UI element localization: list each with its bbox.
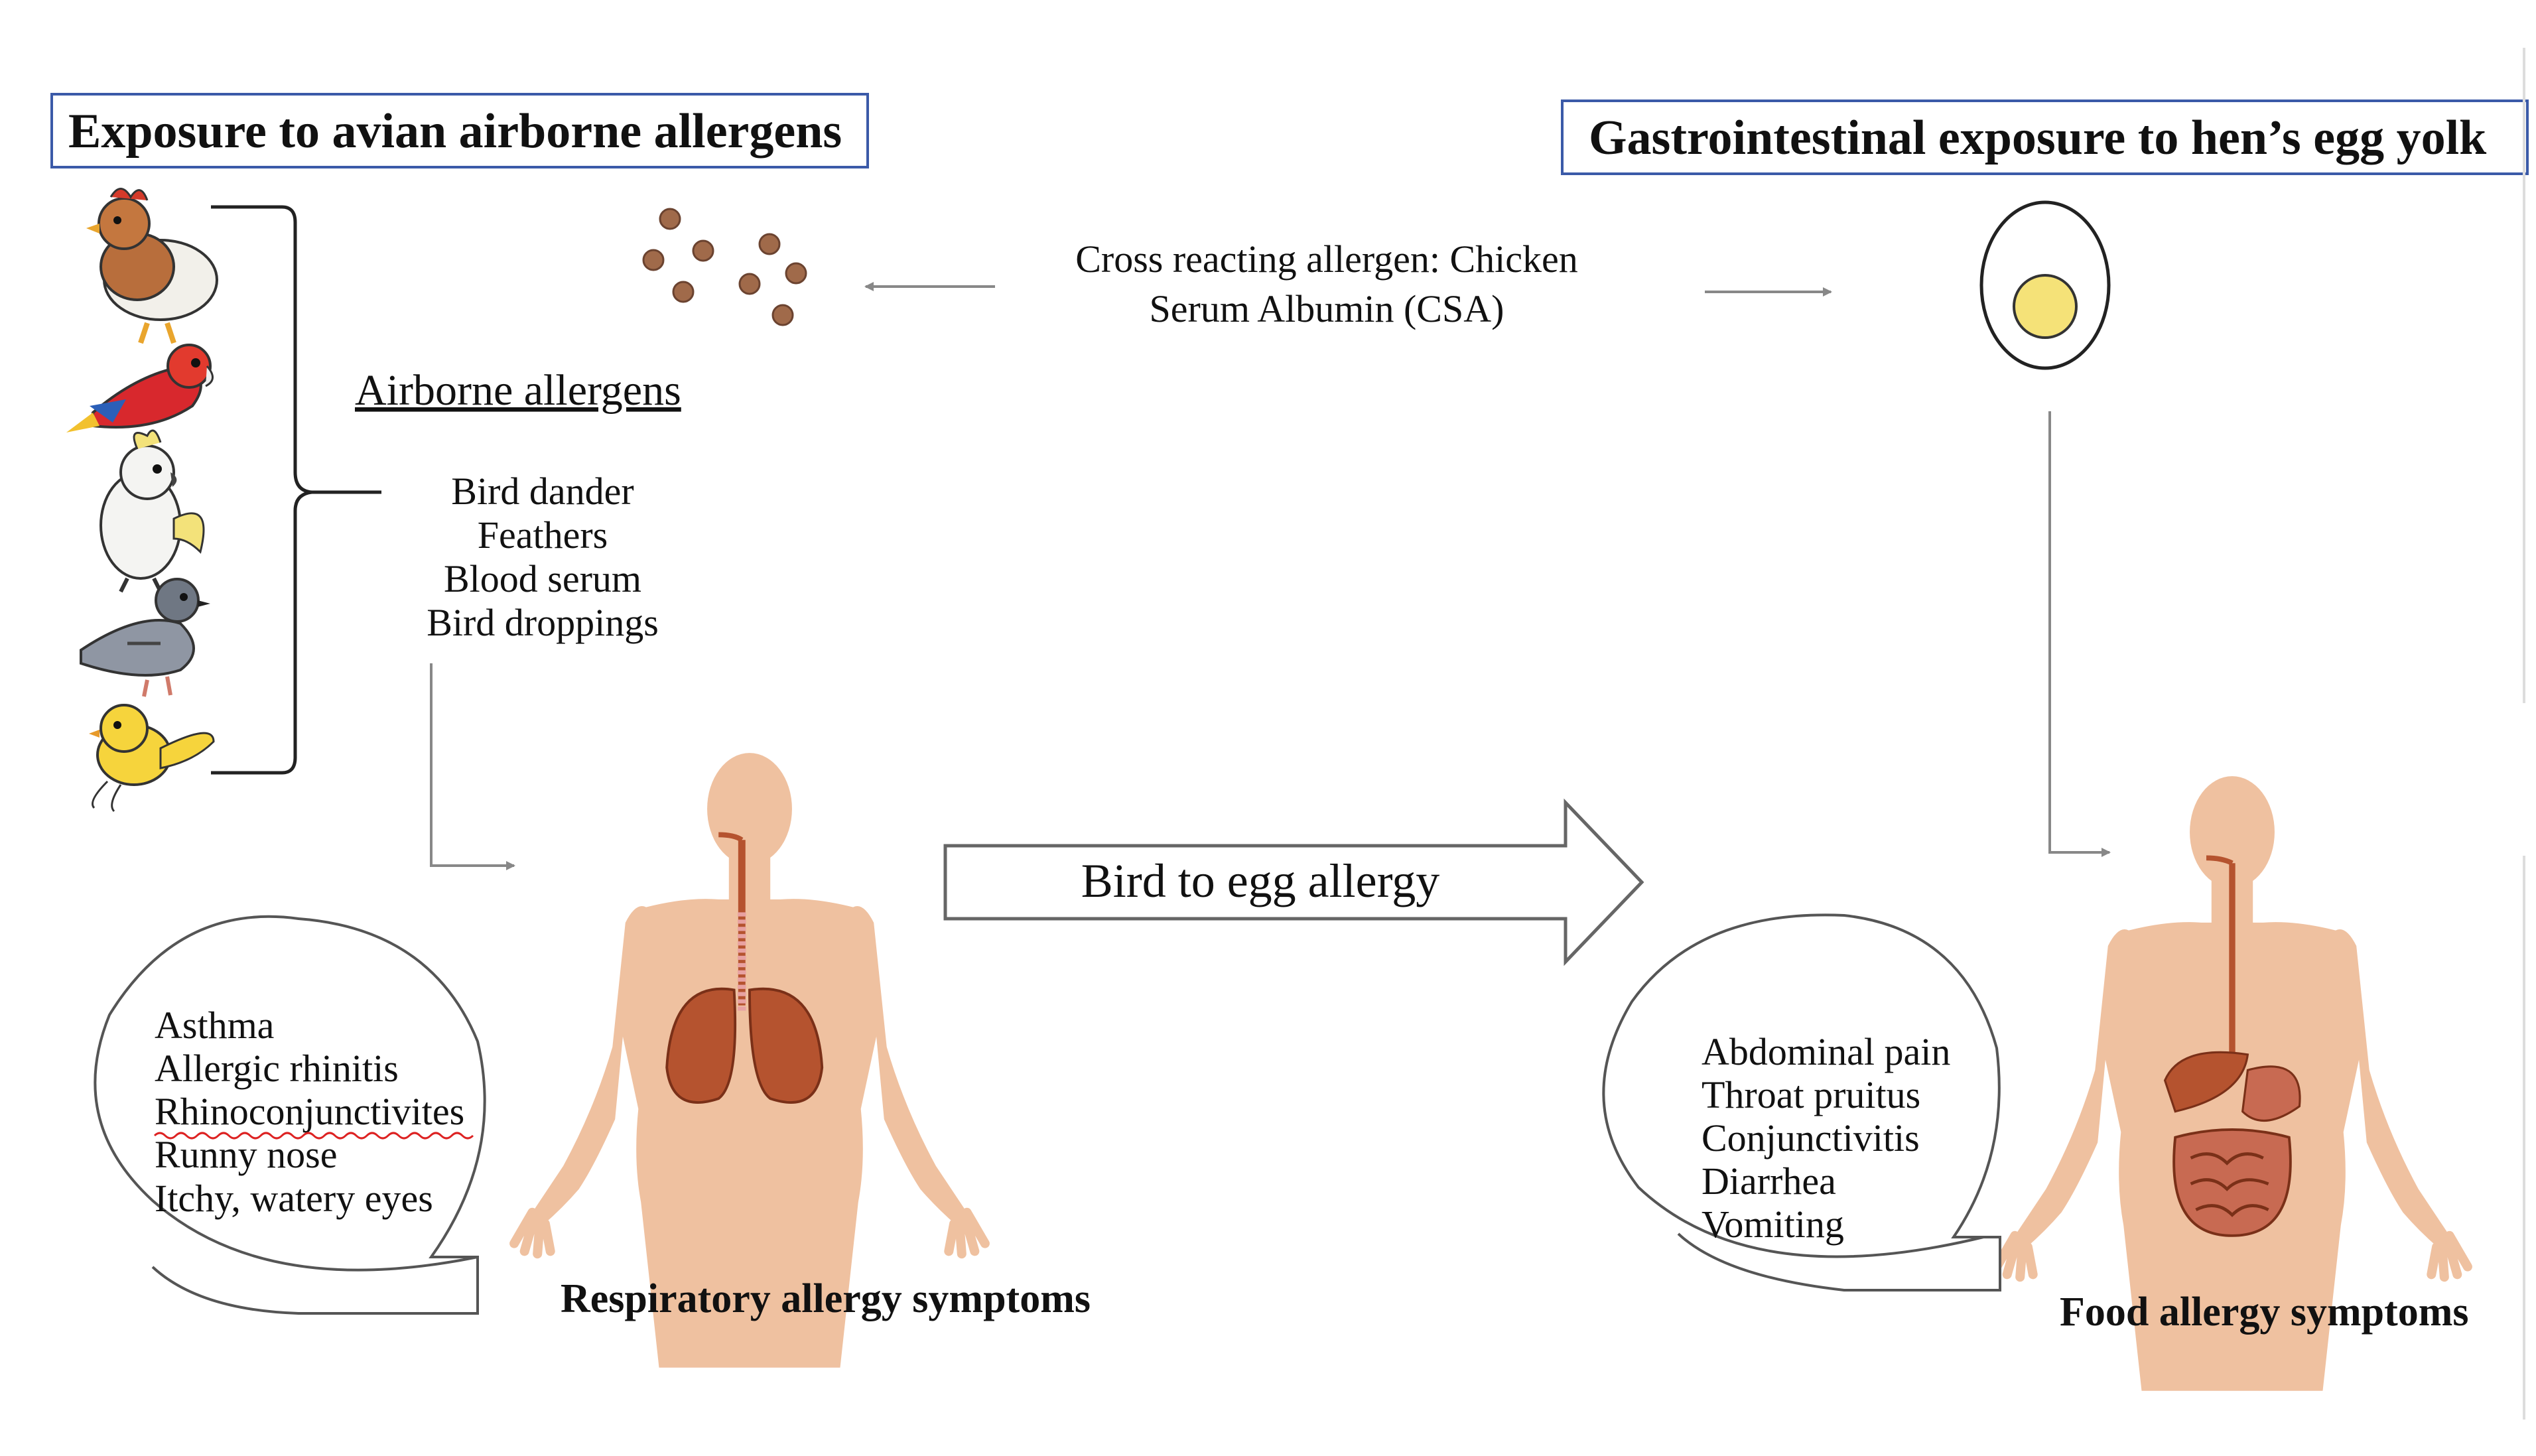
cross-reacting-line2: Serum Albumin (CSA) [1150, 287, 1504, 330]
left-header-box [50, 93, 869, 168]
cross-reacting-line1: Cross reacting allergen: Chicken [1075, 237, 1578, 281]
respiratory-symptom: Runny nose [155, 1133, 338, 1176]
arrow-to-respiratory [430, 663, 515, 870]
bracket-brace [211, 205, 381, 775]
bird-to-egg-arrow [943, 798, 1644, 966]
egg-icon [1979, 200, 2111, 370]
spellcheck-underline [153, 1132, 474, 1140]
food-symptom: Abdominal pain [1702, 1030, 1950, 1073]
food-human-figure [1997, 776, 2468, 1391]
bird-to-egg-label: Bird to egg allergy [1081, 854, 1440, 907]
chicken-icon [86, 188, 218, 344]
food-symptom: Throat pruitus [1702, 1073, 1920, 1116]
respiratory-symptom: Itchy, watery eyes [155, 1177, 433, 1220]
food-bubble [1602, 913, 2001, 1291]
left-header-title: Exposure to avian airborne allergens [68, 104, 842, 159]
airborne-item: Feathers [478, 513, 608, 557]
respiratory-caption: Respiratory allergy symptoms [561, 1276, 1091, 1321]
right-header-box [1561, 99, 2529, 175]
cockatoo-icon [100, 429, 205, 593]
airborne-item: Bird droppings [427, 601, 659, 644]
food-symptom: Vomiting [1702, 1203, 1844, 1246]
airborne-item: Blood serum [444, 557, 641, 600]
allergen-particles-icon [642, 208, 807, 326]
respiratory-human-figure [514, 753, 985, 1368]
food-symptom: Conjunctivitis [1702, 1116, 1920, 1159]
food-caption: Food allergy symptoms [2060, 1290, 2469, 1335]
right-header-title: Gastrointestinal exposure to hen’s egg y… [1589, 111, 2487, 165]
arrow-to-food [2048, 411, 2111, 857]
canary-icon [89, 704, 215, 813]
airborne-item: Bird dander [451, 470, 634, 513]
airborne-title: Airborne allergens [355, 366, 681, 415]
respiratory-symptom: Allergic rhinitis [155, 1047, 399, 1090]
respiratory-symptom: Rhinoconjunctivites [155, 1090, 464, 1133]
respiratory-bubble [94, 915, 486, 1315]
respiratory-symptom: Asthma [155, 1004, 274, 1047]
food-symptom: Diarrhea [1702, 1159, 1836, 1203]
parrot-icon [66, 344, 214, 432]
pigeon-icon [80, 578, 210, 697]
